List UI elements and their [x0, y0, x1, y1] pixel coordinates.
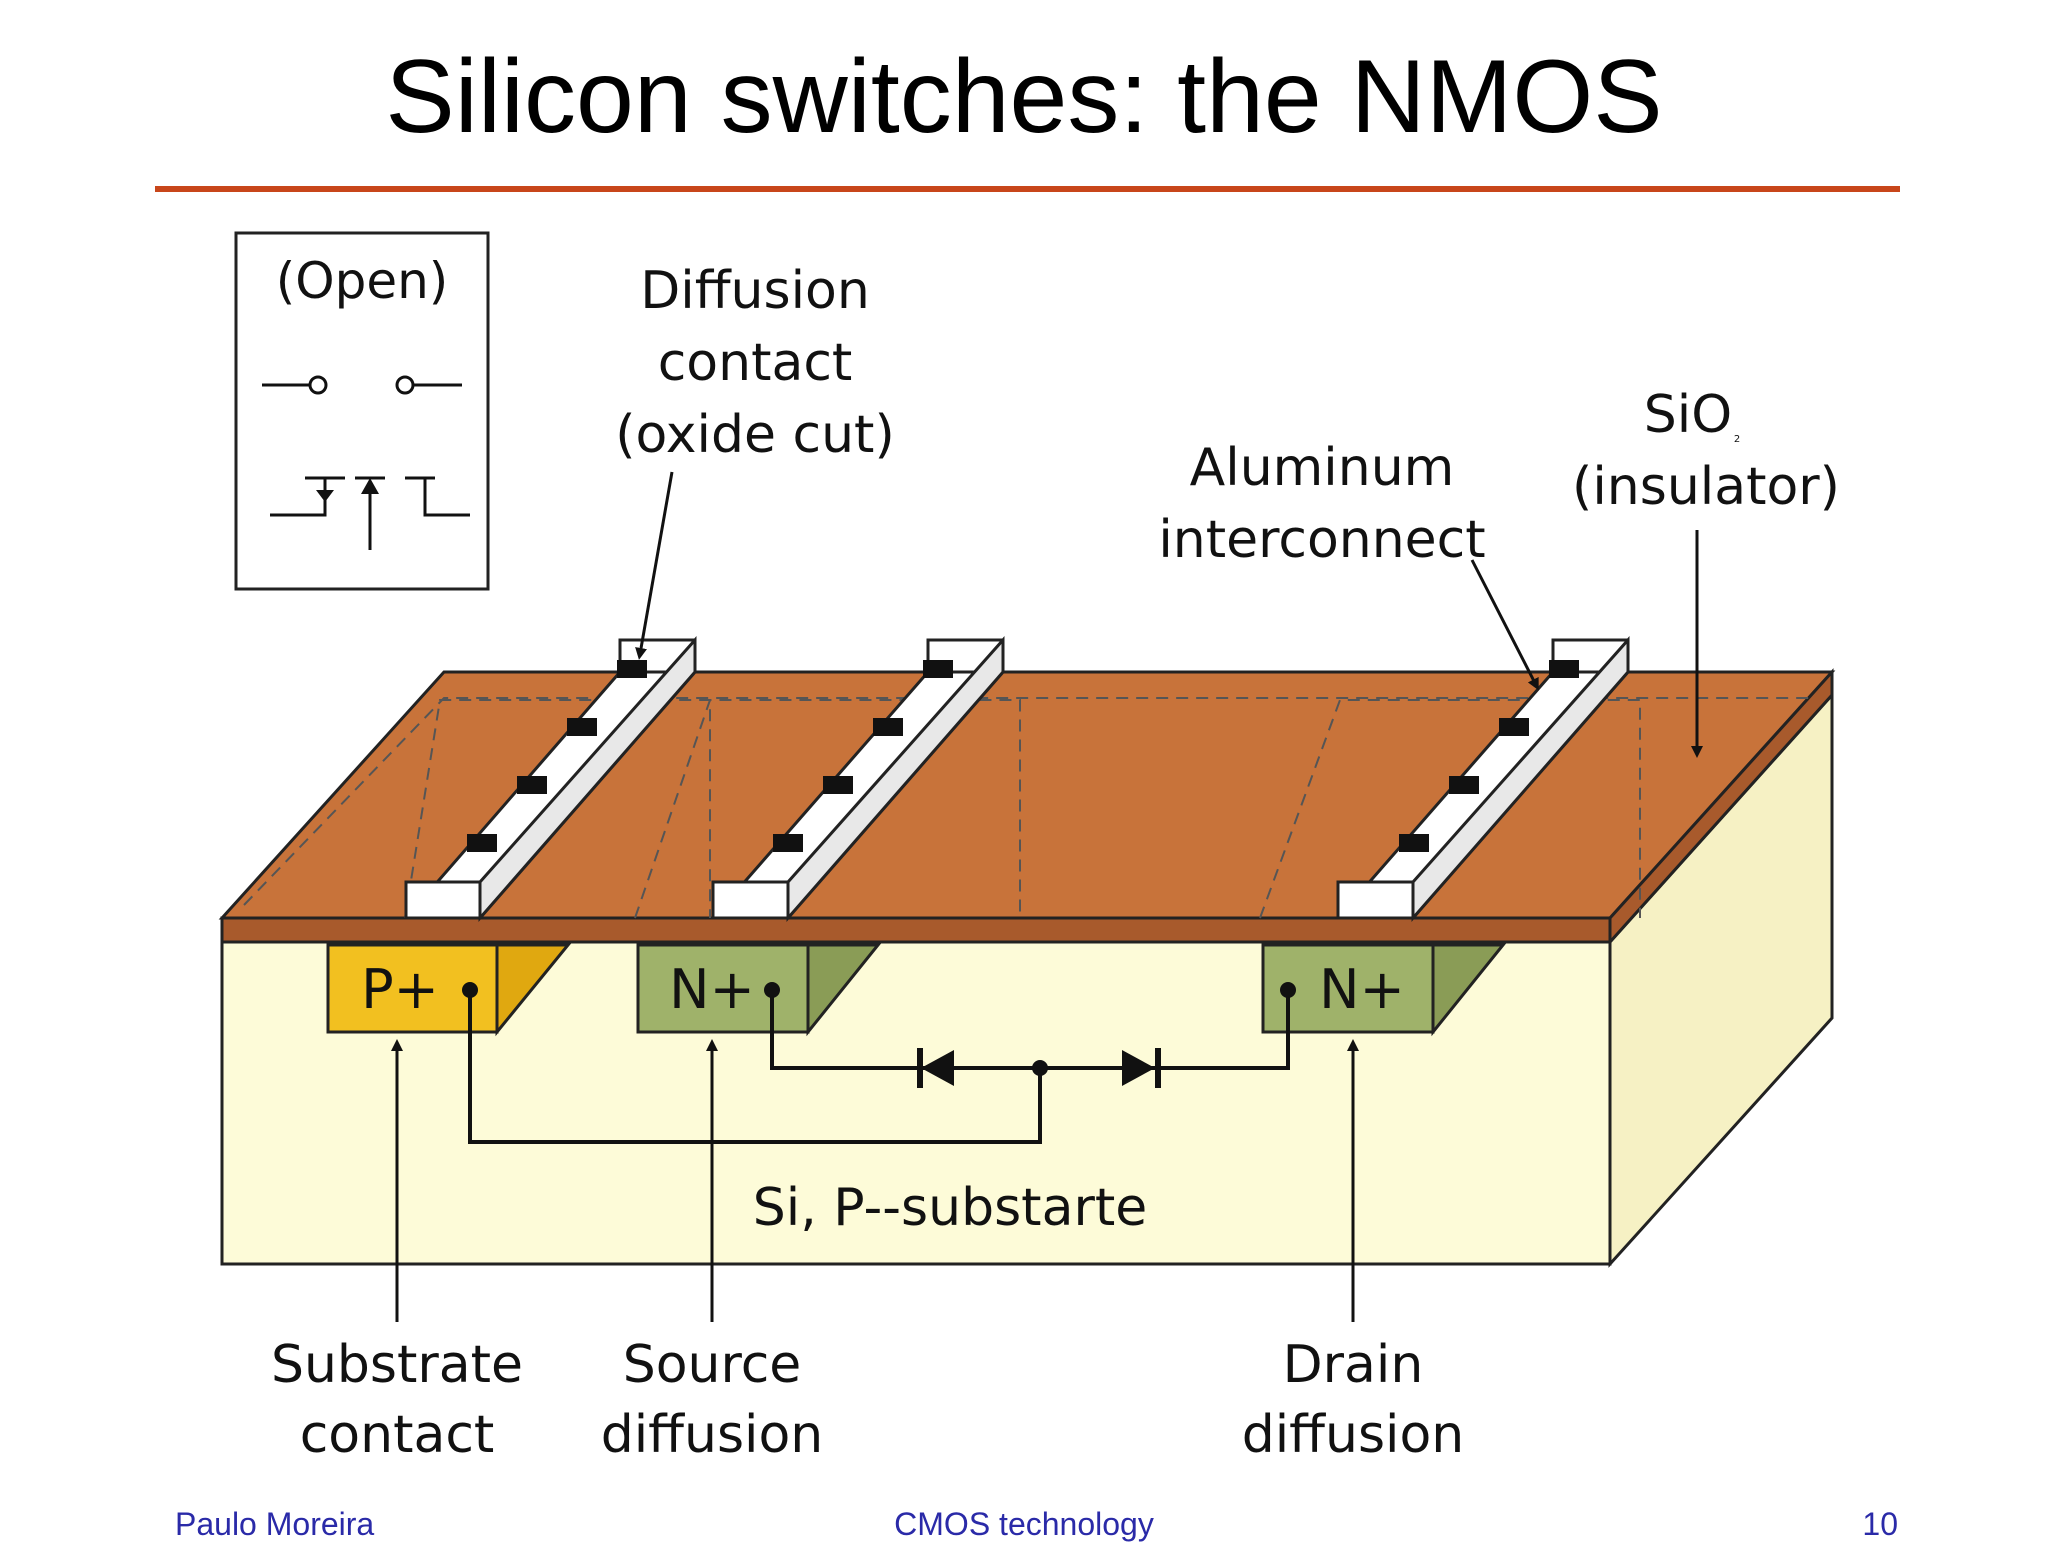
diffusion-contact-label-line2: contact [658, 333, 853, 393]
legend-open-label: (Open) [276, 252, 449, 310]
oxide-right-face [1608, 668, 1834, 946]
oxide-front-face [220, 916, 1612, 944]
open-switch-icon [262, 375, 462, 395]
switch-legend: (Open) [234, 231, 490, 591]
substrate-label: Si, P--substarte [753, 1178, 1147, 1238]
footer-topic: CMOS technology [894, 1506, 1154, 1542]
substrate-contact-label-line1: Substrate [271, 1335, 523, 1395]
diffusion-contact-arrow [635, 471, 674, 660]
aluminum-label-line1: Aluminum [1190, 438, 1455, 498]
diode-drain-symbol [1122, 1048, 1161, 1088]
diode-circuit [468, 990, 1290, 1144]
source-diffusion-label-line1: Source [623, 1335, 802, 1395]
legend-arrow-down-icon [316, 490, 334, 502]
sio2-label-insulator: (insulator) [1572, 457, 1840, 517]
legend-arrow-up-icon [361, 478, 379, 494]
footer-page-number: 10 [1862, 1506, 1898, 1542]
diffusion-contact-label-line3: (oxide cut) [615, 405, 894, 465]
source-diffusion-label-line2: diffusion [601, 1405, 824, 1465]
junction-dot-source [764, 982, 780, 998]
aluminum-bar-drain [1334, 636, 1632, 922]
aluminum-label-line2: interconnect [1158, 510, 1485, 570]
slide-title: Silicon switches: the NMOS [385, 39, 1663, 155]
junction-dot-p [462, 982, 478, 998]
transistor-symbol-icon [270, 476, 470, 550]
sio2-label-main: SiO [1644, 385, 1732, 445]
junction-dot-drain [1280, 982, 1296, 998]
title-rule [155, 186, 1900, 192]
drain-diffusion-label-line2: diffusion [1242, 1405, 1465, 1465]
n-plus-source-region: N+ [636, 943, 882, 1037]
substrate-contact-label-line2: contact [300, 1405, 495, 1465]
p-plus-label: P+ [361, 958, 439, 1021]
sio2-label-subscript: 2 [1734, 434, 1740, 445]
hidden-edges [243, 697, 1810, 919]
diffusion-contact-label-line1: Diffusion [640, 261, 870, 321]
aluminum-bar-substrate [402, 636, 699, 922]
aluminum-arrow [1470, 559, 1539, 691]
diode-source-symbol [917, 1048, 954, 1088]
junction-dot-center [1032, 1060, 1048, 1076]
n-plus-drain-label: N+ [1319, 958, 1405, 1021]
aluminum-bar-source [709, 636, 1007, 922]
drain-diffusion-label-line1: Drain [1283, 1335, 1424, 1395]
n-plus-source-label: N+ [669, 958, 755, 1021]
